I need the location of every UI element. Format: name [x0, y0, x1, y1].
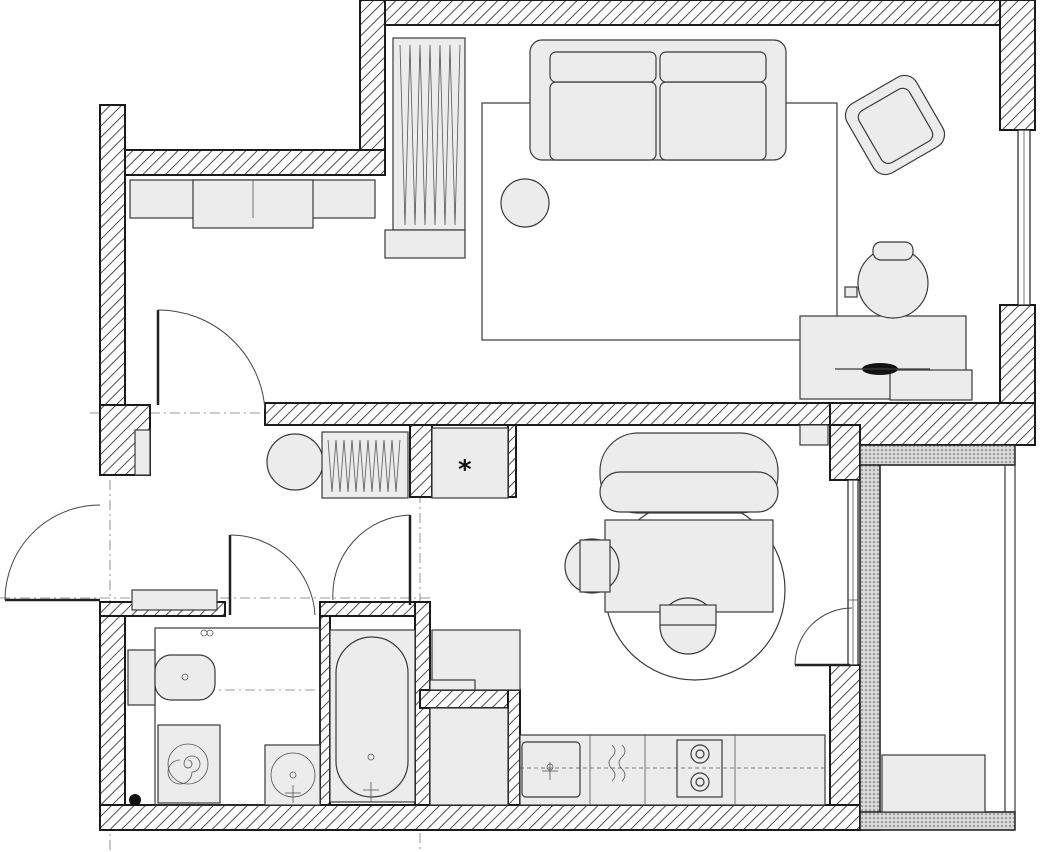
wall-living-left	[359, 0, 386, 176]
dining-chair-bottom	[659, 597, 717, 655]
wall-bath-left	[99, 601, 126, 831]
washbasin[interactable]	[264, 744, 321, 806]
doors	[4, 309, 853, 667]
side-table	[500, 178, 550, 228]
balcony-door[interactable]	[794, 607, 853, 667]
sofa	[529, 39, 787, 161]
dining-chair-left	[564, 538, 620, 594]
wall-hall-top	[99, 149, 386, 176]
cooktop[interactable]	[676, 739, 723, 798]
floor-drain	[129, 794, 141, 806]
living-door[interactable]	[156, 309, 266, 411]
kitchen-sofa	[599, 432, 779, 514]
wall-hall-left	[99, 104, 126, 406]
wall-top-living	[359, 0, 1036, 26]
washing-machine[interactable]	[157, 724, 221, 804]
windows	[847, 129, 1031, 666]
balcony-cabinet	[881, 754, 986, 813]
dishwasher-icon	[608, 744, 626, 782]
wall-bath-top-2	[319, 601, 431, 617]
entrance-door[interactable]	[4, 504, 101, 602]
wall-bottom	[99, 804, 861, 831]
wall-stub	[507, 424, 517, 498]
toilet[interactable]	[127, 649, 216, 706]
hall: *	[131, 427, 509, 611]
wall-living-right-top	[999, 0, 1036, 131]
hall-bench	[131, 589, 218, 611]
living-room	[129, 37, 973, 401]
wall-bath-divider	[319, 614, 331, 806]
kitchen	[429, 424, 829, 806]
wall-living-kitchen	[264, 402, 861, 426]
hall-cabinet	[129, 179, 376, 229]
wall-hall-divider	[409, 424, 433, 498]
bathtub[interactable]	[329, 629, 416, 803]
wall-kitchen-right-top	[829, 424, 861, 481]
balcony	[859, 444, 1016, 831]
fridge-marker: *	[458, 455, 472, 485]
desk-chair	[844, 241, 929, 319]
wall-kitchen-right-bottom	[829, 664, 861, 826]
toilet-door[interactable]	[228, 534, 316, 616]
wall-shaft	[419, 689, 521, 709]
bathroom-door[interactable]	[332, 514, 412, 605]
bathroom	[127, 627, 509, 806]
fridge	[431, 427, 509, 499]
wall-shaft-right	[507, 689, 521, 806]
shoe-rack	[321, 431, 409, 499]
armchair	[844, 74, 946, 176]
ottoman	[266, 433, 324, 491]
